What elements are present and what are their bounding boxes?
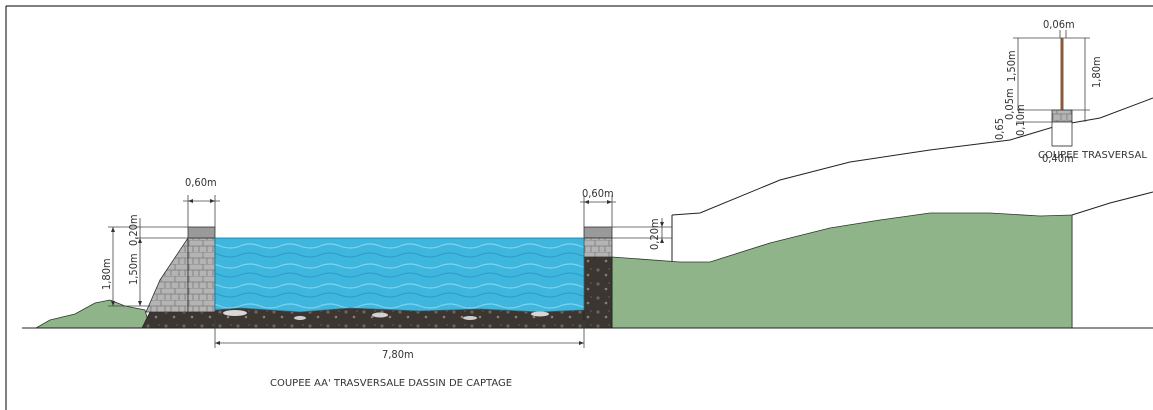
dim-right-cap: 0,20m — [612, 218, 672, 250]
detail-total-height-label: 1,80m — [1090, 56, 1103, 88]
right-wall-body — [583, 256, 613, 329]
left-stone-wall — [187, 237, 216, 313]
detail-top-width-label: 0,06m — [1043, 18, 1075, 31]
detail-small-a-label: 0,65 — [993, 118, 1006, 140]
basin-pebble — [372, 312, 388, 318]
upper-ground-line — [1071, 191, 1153, 216]
left-wall-cap — [187, 226, 216, 239]
detail-caption: COUPEE TRASVERSAL — [1038, 150, 1147, 161]
left-ground — [34, 299, 151, 329]
right-wall-width-label: 0,60m — [582, 187, 614, 200]
detail-bottom-width-label: 0,40m — [1042, 152, 1074, 165]
basin-pebble — [294, 316, 306, 320]
hillside-outline — [671, 97, 1153, 216]
dim-right-wall-width: 0,60m — [580, 187, 616, 227]
basin-pebble — [463, 316, 477, 320]
left-water-height-label: 1,50m — [127, 253, 140, 285]
left-stone-slope — [145, 236, 189, 313]
left-wall-width-label: 0,60m — [185, 176, 217, 189]
detail-post — [1013, 30, 1090, 147]
dim-left-wall-width: 0,60m — [183, 176, 220, 227]
section-caption: COUPEE AA' TRASVERSALE DASSIN DE CAPTAGE — [270, 378, 512, 389]
basin-water — [214, 237, 585, 313]
right-wall-cap — [583, 226, 613, 239]
left-cap-height-label: 0,20m — [127, 214, 140, 246]
right-cap-height-label: 0,20m — [648, 218, 661, 250]
left-total-height-label: 1,80m — [100, 258, 113, 290]
right-wall-stone — [583, 237, 613, 258]
detail-inner-height-label: 1,50m — [1005, 50, 1018, 82]
basin-pebble — [223, 310, 247, 316]
dim-left-heights: 1,80m 1,50m 0,20m — [100, 214, 188, 307]
right-ground — [611, 212, 1073, 329]
dim-basin-length: 7,80m — [214, 320, 585, 361]
detail-small-c-label: 0,10m — [1014, 104, 1027, 136]
basin-length-label: 7,80m — [382, 348, 414, 361]
basin-pebble — [531, 311, 549, 317]
detail-small-b-label: 0,05m — [1003, 88, 1016, 120]
